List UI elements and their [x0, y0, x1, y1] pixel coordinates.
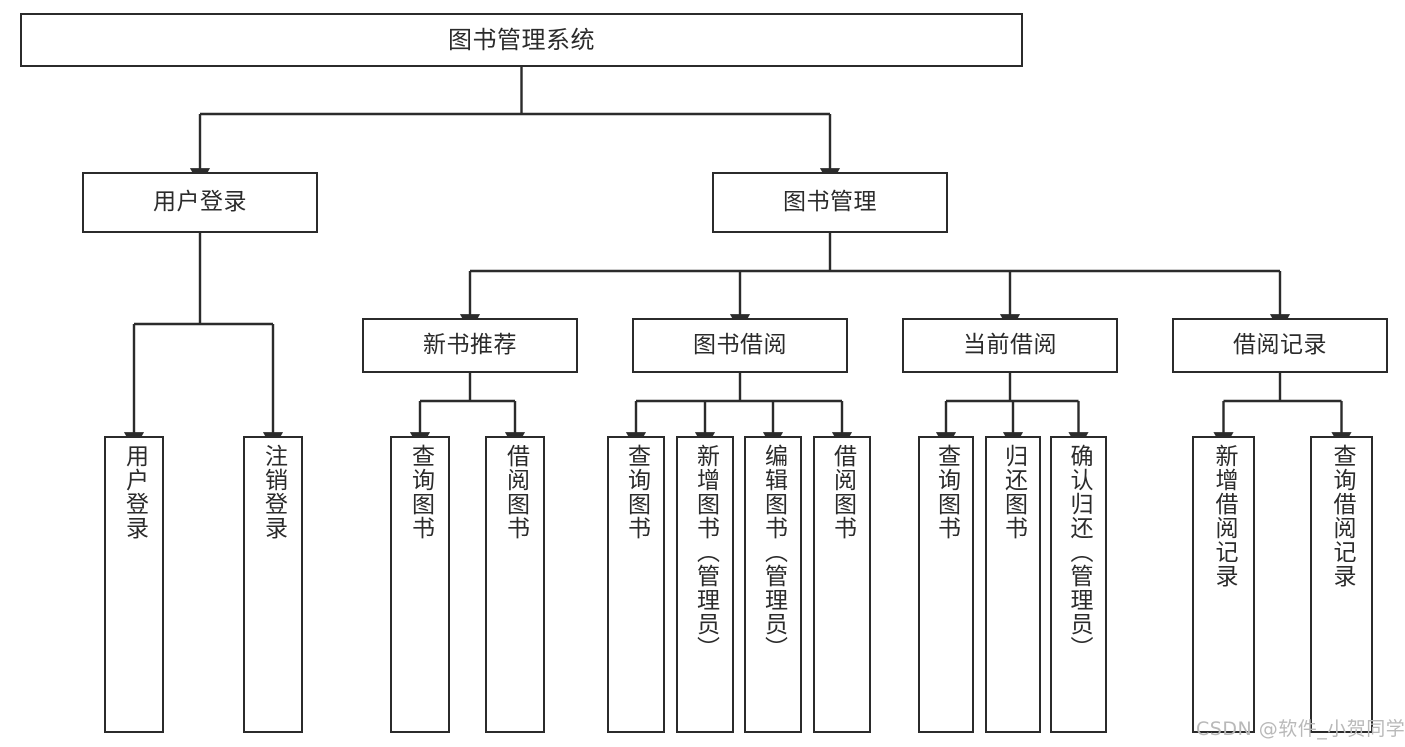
node-label: 查询图书 [933, 444, 960, 540]
node-leaf-query-book-2[interactable]: 查询图书 [607, 436, 665, 733]
node-label: 借阅图书 [829, 444, 856, 540]
node-label: 查询图书 [623, 444, 650, 540]
node-label: 用户登录 [153, 188, 247, 215]
node-leaf-add-record[interactable]: 新增借阅记录 [1192, 436, 1255, 733]
node-leaf-query-record[interactable]: 查询借阅记录 [1310, 436, 1373, 733]
node-label: 新书推荐 [423, 331, 517, 358]
node-label: 图书借阅 [693, 331, 787, 358]
node-leaf-return-book[interactable]: 归还图书 [985, 436, 1041, 733]
node-label: 新增借阅记录 [1211, 444, 1237, 588]
node-borrow-record[interactable]: 借阅记录 [1172, 318, 1388, 373]
node-current-borrow[interactable]: 当前借阅 [902, 318, 1118, 373]
node-leaf-query-book-1[interactable]: 查询图书 [390, 436, 450, 733]
node-label: 图书管理 [783, 188, 877, 215]
node-label: 当前借阅 [963, 331, 1057, 358]
node-leaf-logout[interactable]: 注销登录 [243, 436, 303, 733]
node-user-login[interactable]: 用户登录 [82, 172, 318, 233]
node-book-manage[interactable]: 图书管理 [712, 172, 948, 233]
node-leaf-confirm-return[interactable]: 确认归还（管理员） [1050, 436, 1107, 733]
node-book-borrow[interactable]: 图书借阅 [632, 318, 848, 373]
node-label: 编辑图书（管理员） [760, 444, 787, 660]
node-label: 借阅记录 [1233, 331, 1327, 358]
node-leaf-query-book-3[interactable]: 查询图书 [918, 436, 974, 733]
csdn-watermark: CSDN @软件_小贺同学 [1196, 718, 1405, 740]
node-label: 图书管理系统 [448, 25, 595, 54]
node-label: 确认归还（管理员） [1066, 444, 1092, 660]
node-label: 查询借阅记录 [1329, 444, 1355, 588]
node-leaf-borrow-book-2[interactable]: 借阅图书 [813, 436, 871, 733]
node-leaf-borrow-book-1[interactable]: 借阅图书 [485, 436, 545, 733]
node-new-book-rec[interactable]: 新书推荐 [362, 318, 578, 373]
node-label: 注销登录 [260, 444, 287, 540]
node-root[interactable]: 图书管理系统 [20, 13, 1023, 67]
node-leaf-add-book[interactable]: 新增图书（管理员） [676, 436, 734, 733]
node-label: 查询图书 [407, 444, 434, 540]
node-leaf-edit-book[interactable]: 编辑图书（管理员） [744, 436, 802, 733]
node-label: 新增图书（管理员） [692, 444, 719, 660]
node-label: 借阅图书 [502, 444, 529, 540]
node-label: 归还图书 [1000, 444, 1027, 540]
node-leaf-user-login[interactable]: 用户登录 [104, 436, 164, 733]
edge-group [123, 67, 1352, 450]
node-label: 用户登录 [121, 444, 148, 540]
